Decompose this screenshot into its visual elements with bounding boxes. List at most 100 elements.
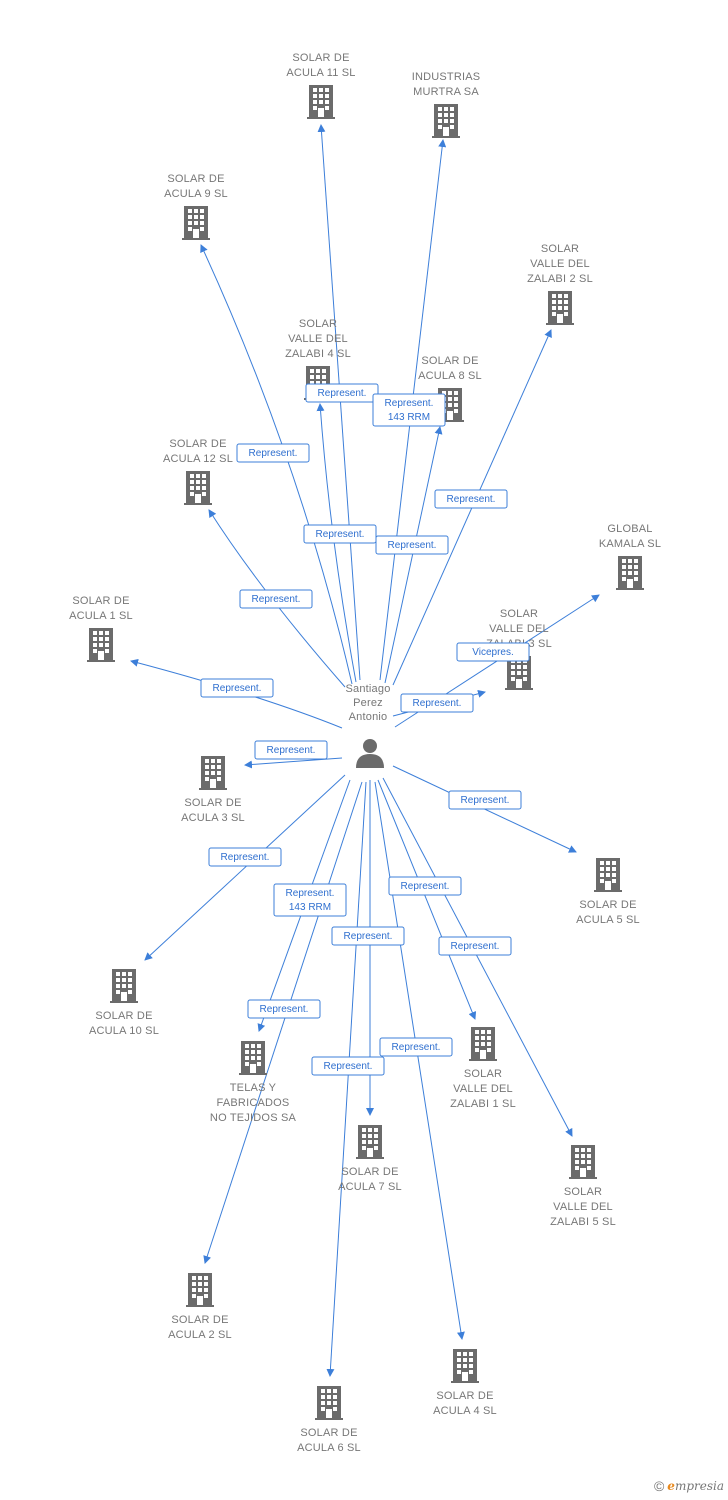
building-door	[557, 314, 563, 323]
edge-label[interactable]: Represent.	[311, 1056, 385, 1076]
building-icon[interactable]	[110, 969, 138, 1003]
edge-label[interactable]: Represent.	[438, 936, 512, 956]
edge-label-box	[434, 489, 508, 509]
edge-label[interactable]: Represent.	[254, 740, 328, 760]
building-icon[interactable]	[186, 1273, 214, 1307]
building-window	[245, 1062, 249, 1066]
edge-label[interactable]: Represent.	[247, 999, 321, 1019]
building-door	[195, 494, 201, 503]
building-icon[interactable]	[469, 1027, 497, 1061]
edge-label[interactable]: Represent.	[388, 876, 462, 896]
building-icon[interactable]	[432, 104, 460, 138]
building-window	[469, 1370, 473, 1374]
building-window	[325, 88, 329, 92]
edge-label-text: Represent.	[221, 852, 270, 863]
building-icon[interactable]	[451, 1349, 479, 1383]
edge-label[interactable]: Represent.	[200, 678, 274, 698]
edge-label-box	[303, 524, 377, 544]
building-window	[257, 1062, 261, 1066]
edge-label-text: Represent.	[401, 881, 450, 892]
brand-logo[interactable]: empresia	[667, 1479, 724, 1493]
building-door	[605, 881, 611, 890]
building-door	[318, 108, 324, 117]
company-label: ACULA 4 SL	[433, 1405, 497, 1417]
building-door	[197, 1296, 203, 1305]
building-window	[205, 759, 209, 763]
building-icon[interactable]	[594, 858, 622, 892]
building-window	[325, 100, 329, 104]
building-icon[interactable]	[315, 1386, 343, 1420]
building-window	[321, 1395, 325, 1399]
building-window	[612, 879, 616, 883]
edge-label-text: Represent.	[252, 594, 301, 605]
building-icon[interactable]	[307, 85, 335, 119]
building-icon[interactable]	[239, 1041, 267, 1075]
building-icon[interactable]	[356, 1125, 384, 1159]
building-window	[322, 381, 326, 385]
building-icon[interactable]	[182, 206, 210, 240]
edge-label[interactable]: Represent.143 RRM	[273, 883, 347, 917]
edge-label[interactable]: Represent.	[375, 535, 449, 555]
building-window	[444, 107, 448, 111]
building-icon[interactable]	[546, 291, 574, 325]
company-label: ACULA 1 SL	[69, 610, 133, 622]
building-icon[interactable]	[184, 471, 212, 505]
edge-label[interactable]: Represent.143 RRM	[372, 393, 446, 427]
building-window	[463, 1364, 467, 1368]
edge-label[interactable]: Represent.	[208, 847, 282, 867]
edge-label-text: 143 RRM	[388, 412, 430, 423]
edge-label[interactable]: Vicepres.	[456, 642, 530, 662]
edge-label[interactable]: Represent.	[239, 589, 313, 609]
building-window	[319, 94, 323, 98]
building-window	[628, 565, 632, 569]
edge-label[interactable]: Represent.	[448, 790, 522, 810]
edge-label[interactable]: Represent.	[400, 693, 474, 713]
building-icon[interactable]	[199, 756, 227, 790]
building-window	[511, 677, 515, 681]
building-window	[487, 1042, 491, 1046]
edge-line	[144, 774, 346, 961]
edge-label-box	[200, 678, 274, 698]
building-icon[interactable]	[616, 556, 644, 590]
building-icon[interactable]	[87, 628, 115, 662]
edge-label-text: Represent.	[451, 941, 500, 952]
edge-label[interactable]: Represent.	[303, 524, 377, 544]
edge-label[interactable]: Represent.	[434, 489, 508, 509]
edge-label[interactable]: Represent.	[331, 926, 405, 946]
building-base	[451, 1381, 479, 1383]
building-window	[448, 391, 452, 395]
building-window	[362, 1146, 366, 1150]
building-base	[199, 788, 227, 790]
company-label: SOLAR DE	[436, 1390, 493, 1402]
edge-label[interactable]: Represent.	[236, 443, 310, 463]
building-window	[438, 113, 442, 117]
company-node[interactable]: SOLAR DE ACULA 4 SL	[433, 1349, 497, 1417]
edge-label[interactable]: Represent.	[305, 383, 379, 403]
building-window	[205, 765, 209, 769]
building-base	[469, 1059, 497, 1061]
building-window	[122, 978, 126, 982]
building-window	[251, 1044, 255, 1048]
building-icon[interactable]	[569, 1145, 597, 1179]
building-window	[622, 577, 626, 581]
person-label: Santiago	[345, 683, 390, 695]
company-label: ACULA 12 SL	[163, 453, 233, 465]
edge-label[interactable]: Represent.	[379, 1037, 453, 1057]
